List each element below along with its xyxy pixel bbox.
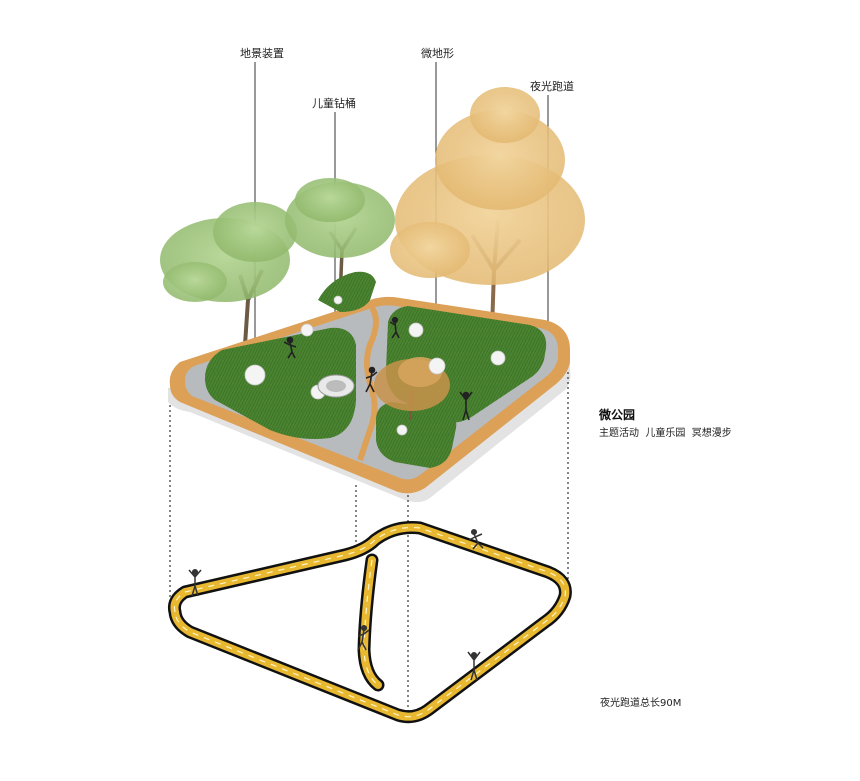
label-micro-terrain: 微地形 (421, 46, 454, 60)
legend-title: 微公园 (598, 407, 635, 422)
label-landscape-installation: 地景装置 (240, 47, 284, 60)
tree-green-left (160, 202, 297, 345)
tree-yellow-large (390, 87, 585, 330)
running-loop (174, 528, 565, 717)
drill-barrel (318, 375, 354, 397)
label-night-running-track: 夜光跑道 (530, 79, 574, 93)
label-kids-drill-barrel: 儿童钻桶 (312, 96, 356, 110)
legend-subtitle: 主题活动 儿童乐园 冥想漫步 (599, 426, 732, 439)
lawn-bottom (376, 402, 456, 468)
track-length-note: 夜光跑道总长90M (600, 696, 681, 709)
